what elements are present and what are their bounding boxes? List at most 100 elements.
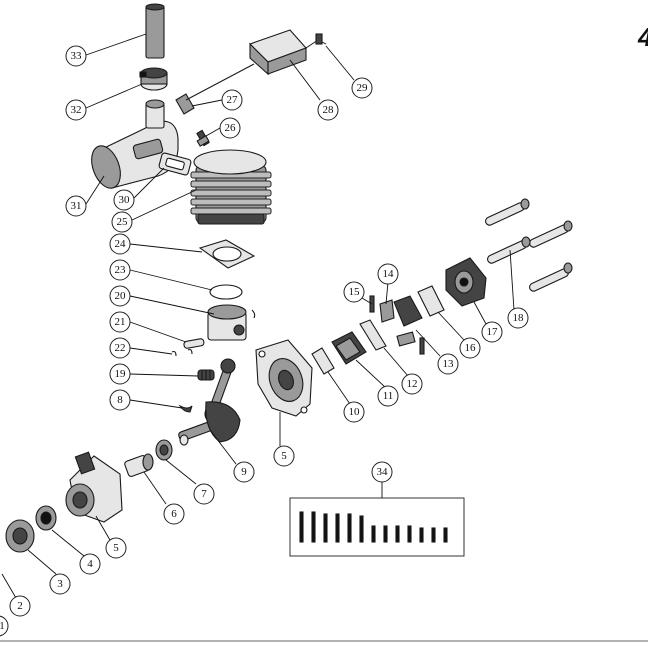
part-19-needle-bearing <box>197 369 215 381</box>
part-14-reed <box>379 299 395 323</box>
svg-text:13: 13 <box>443 358 455 370</box>
part-17-carburetor <box>445 257 487 307</box>
part-10-gasket <box>311 347 335 375</box>
callout-25: 25 <box>111 211 133 233</box>
part-32-clamp-ring <box>139 67 168 91</box>
callout-21: 21 <box>109 311 131 333</box>
svg-text:28: 28 <box>323 104 335 116</box>
part-4-bearing <box>35 505 57 531</box>
part-22-clips <box>171 348 193 357</box>
part-21-piston-pin <box>183 338 205 349</box>
callout-20: 20 <box>109 285 131 307</box>
svg-text:10: 10 <box>349 406 361 418</box>
callout-28: 28 <box>317 99 339 121</box>
callout-2: 2 <box>9 595 31 617</box>
svg-text:19: 19 <box>115 368 127 380</box>
svg-text:27: 27 <box>227 94 239 106</box>
callout-32: 32 <box>65 99 87 121</box>
leader-lines <box>1 33 515 599</box>
part-16-gasket <box>417 285 445 317</box>
callout-22: 22 <box>109 337 131 359</box>
svg-text:12: 12 <box>407 378 418 390</box>
part-27-plug-cap <box>175 63 255 115</box>
callout-24: 24 <box>109 233 131 255</box>
part-5-crankcase-front <box>65 451 123 523</box>
svg-text:24: 24 <box>115 238 127 250</box>
svg-text:29: 29 <box>357 82 369 94</box>
svg-text:26: 26 <box>225 122 237 134</box>
callout-17: 17 <box>481 321 503 343</box>
part-5-crankcase-rear <box>255 339 313 417</box>
svg-text:22: 22 <box>115 342 126 354</box>
callout-4: 4 <box>79 553 101 575</box>
svg-text:15: 15 <box>349 286 361 298</box>
svg-text:1: 1 <box>0 620 5 632</box>
callout-34: 34 <box>371 461 393 483</box>
part-34-screw-set <box>289 497 465 557</box>
svg-text:21: 21 <box>115 316 126 328</box>
callout-29: 29 <box>351 77 373 99</box>
callout-10: 10 <box>343 401 365 423</box>
svg-text:14: 14 <box>383 268 395 280</box>
callout-11: 11 <box>377 385 399 407</box>
part-6-bushing <box>124 453 154 477</box>
svg-text:16: 16 <box>465 342 477 354</box>
svg-text:5: 5 <box>281 450 287 462</box>
svg-text:34: 34 <box>377 466 389 478</box>
svg-text:11: 11 <box>383 390 394 402</box>
part-25-cylinder <box>190 149 272 225</box>
part-28-ignition-module <box>248 29 307 76</box>
callout-9: 9 <box>233 461 255 483</box>
part-33-exhaust-tube <box>145 3 165 59</box>
callout-23: 23 <box>109 259 131 281</box>
callout-8: 8 <box>109 389 131 411</box>
callout-18: 18 <box>507 307 529 329</box>
svg-text:25: 25 <box>117 216 129 228</box>
callout-31: 31 <box>65 195 87 217</box>
svg-text:23: 23 <box>115 264 127 276</box>
svg-text:32: 32 <box>71 104 82 116</box>
svg-text:17: 17 <box>487 326 499 338</box>
svg-text:33: 33 <box>71 50 83 62</box>
part-31-muffler <box>91 99 179 189</box>
svg-text:9: 9 <box>241 466 247 478</box>
part-7-bearing <box>155 439 173 461</box>
callout-27: 27 <box>221 89 243 111</box>
callout-14: 14 <box>377 263 399 285</box>
callout-19: 19 <box>109 363 131 385</box>
callout-16: 16 <box>459 337 481 359</box>
callout-1: 1 <box>0 615 9 637</box>
part-23-piston-ring <box>209 284 243 300</box>
callout-7: 7 <box>193 483 215 505</box>
callout-33: 33 <box>65 45 87 67</box>
callout-30: 30 <box>113 189 135 211</box>
part-24-cylinder-gasket <box>198 239 256 269</box>
part-26-spark-plug <box>196 129 210 147</box>
svg-text:6: 6 <box>171 508 177 520</box>
part-13-reed-plate <box>393 295 425 355</box>
part-20-piston <box>207 304 256 341</box>
svg-text:20: 20 <box>115 290 127 302</box>
svg-text:5: 5 <box>113 542 119 554</box>
svg-text:18: 18 <box>513 312 525 324</box>
callout-15: 15 <box>343 281 365 303</box>
part-9-crankshaft <box>178 401 241 446</box>
part-29-connector <box>305 33 327 49</box>
svg-text:3: 3 <box>57 578 63 590</box>
part-8-key <box>178 404 193 413</box>
part-18-standoffs <box>485 198 573 292</box>
callout-6: 6 <box>163 503 185 525</box>
svg-text:30: 30 <box>119 194 131 206</box>
svg-text:7: 7 <box>201 488 207 500</box>
svg-text:31: 31 <box>71 200 82 212</box>
svg-text:8: 8 <box>117 394 123 406</box>
callout-5-rear: 5 <box>273 445 295 467</box>
svg-text:2: 2 <box>17 600 23 612</box>
part-30-exhaust-gasket <box>158 152 192 176</box>
corner-label: 4 <box>637 22 648 52</box>
svg-text:4: 4 <box>87 558 93 570</box>
part-11-reed-block <box>331 331 367 365</box>
part-12-gasket <box>359 319 387 351</box>
callout-12: 12 <box>401 373 423 395</box>
